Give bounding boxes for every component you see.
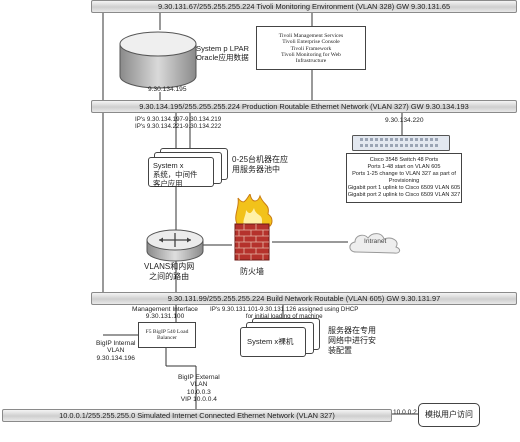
bare-sheet-front: System x裸机 (240, 327, 306, 357)
bigip-external-line1: BigIP External (178, 374, 220, 381)
tivoli-line-1: Tivoli Management Services (278, 33, 344, 39)
dhcp-note-line2: for initial loading of machine (245, 313, 323, 320)
switch-details-box: Cisco 3548 Switch 48 Ports Ports 1-48 st… (346, 153, 462, 203)
database-cylinder-icon (119, 31, 197, 89)
management-interface-ip: 9.30.131.100 (145, 313, 185, 321)
systemx-bare-label: System x裸机 (247, 337, 294, 346)
simulated-internet-network-bus: 10.0.0.1/255.255.255.0 Simulated Interne… (2, 409, 392, 422)
production-ip-range-2: IP's 9.30.134.221-9.30.134.222 (135, 123, 222, 130)
systemx-app-line2: 系统，中间件 (153, 170, 198, 179)
systemx-app-line3: 客户应用 (153, 179, 183, 188)
tivoli-line-3: Tivoli Framework (290, 45, 332, 52)
router-label-line1: VLANS和内网 (144, 262, 195, 271)
install-config-label: 服务器在专用 网络中进行安 装配置 (328, 326, 376, 356)
router-icon (146, 229, 204, 262)
simulated-user-ip: 10.0.0.2 (393, 409, 417, 416)
bigip-internal-line1: BigIP Internal (96, 340, 136, 347)
bigip-internal-line3: 9.30.134.196 (96, 354, 135, 362)
production-ip-range-1: IP's 9.30.134.197-9.30.134.219 (135, 116, 222, 123)
stack-sheet-front: System x 系统，中间件 客户应用 (148, 157, 214, 188)
lpar-label: System p LPAR Oracle应用数据 (196, 44, 249, 62)
lpar-label-line1: System p LPAR (196, 44, 250, 53)
production-network-bus: 9.30.134.195/255.255.255.224 Production … (91, 100, 517, 113)
systemx-app-line1: System x (153, 161, 184, 170)
tivoli-line-5: Infrastructure (295, 58, 327, 65)
switch-line-3: Ports 1-25 change to VLAN 327 as part of (352, 171, 456, 177)
tivoli-services-box: Tivoli Management Services Tivoli Enterp… (256, 26, 366, 70)
server-pool-line2: 用服务器池中 (232, 165, 280, 174)
server-pool-line1: 0-25台机器在应 (232, 155, 289, 164)
install-config-line3: 装配置 (328, 346, 352, 355)
firewall-label: 防火墙 (240, 267, 264, 276)
management-interface-label: Management Interface 9.30.131.100 (132, 306, 198, 321)
production-ip-ranges: IP's 9.30.134.197-9.30.134.219 IP's 9.30… (135, 116, 221, 130)
bigip-internal-label: BigIP Internal VLAN 9.30.134.196 (96, 340, 135, 362)
server-pool-label: 0-25台机器在应 用服务器池中 (232, 155, 288, 175)
intranet-label: Intranet (364, 238, 387, 245)
lpar-ip: 9.30.134.195 (148, 86, 187, 93)
router-label-line2: 之间的路由 (149, 272, 190, 281)
switch-line-2: Ports 1-48 start on VLAN 605 (367, 164, 441, 170)
intranet-cloud-icon (349, 233, 401, 254)
f5-line1: F5 BigIP 540 Load (145, 329, 189, 335)
firewall-icon (234, 194, 273, 261)
switch-line-1: Cisco 3548 Switch 48 Ports (369, 157, 439, 163)
switch-line-4: Provisioning (388, 178, 420, 184)
management-interface-title: Management Interface (132, 306, 198, 313)
tivoli-monitoring-network-bus: 9.30.131.67/255.255.255.224 Tivoli Monit… (91, 0, 517, 13)
systemx-bare-metal-stack: System x裸机 (238, 318, 322, 364)
bigip-external-line2: VLAN (190, 381, 208, 389)
bigip-external-line3: 10.0.0.3 (186, 388, 211, 396)
f5-line2: Balancer (157, 335, 177, 342)
build-network-bus: 9.30.131.99/255.255.255.224 Build Networ… (91, 292, 517, 305)
simulated-user-box: 模拟用户访问 (418, 403, 480, 427)
bigip-external-line4: VIP 10.0.0.4 (180, 396, 217, 404)
systemx-app-server-stack: System x 系统，中间件 客户应用 (146, 148, 230, 194)
tivoli-line-2: Tivoli Enterprise Console (282, 39, 340, 46)
switch-line-5: Gigabit port 1 uplink to Cisco 6509 VLAN… (347, 185, 461, 191)
tivoli-line-4: Tivoli Monitoring for Web (281, 51, 341, 58)
install-config-line1: 服务器在专用 (328, 326, 376, 335)
install-config-line2: 网络中进行安 (328, 336, 376, 345)
simulated-user-label: 模拟用户访问 (425, 410, 473, 419)
dhcp-note-line1: IP's 9.30.131.101-9.30.131.126 assigned … (210, 306, 359, 313)
lpar-label-line2: Oracle应用数据 (196, 53, 249, 62)
bigip-external-label: BigIP External VLAN 10.0.0.3 VIP 10.0.0.… (178, 374, 220, 404)
bigip-internal-line2: VLAN (107, 347, 125, 355)
f5-load-balancer-box: F5 BigIP 540 Load Balancer (138, 322, 196, 348)
dhcp-note: IP's 9.30.131.101-9.30.131.126 assigned … (210, 306, 358, 320)
network-switch-icon (352, 135, 450, 151)
switch-ip: 9.30.134.220 (385, 117, 424, 124)
router-label: VLANS和内网 之间的路由 (144, 262, 194, 282)
switch-line-6: Gigabit port 2 uplink to Cisco 6509 VLAN… (347, 192, 461, 198)
